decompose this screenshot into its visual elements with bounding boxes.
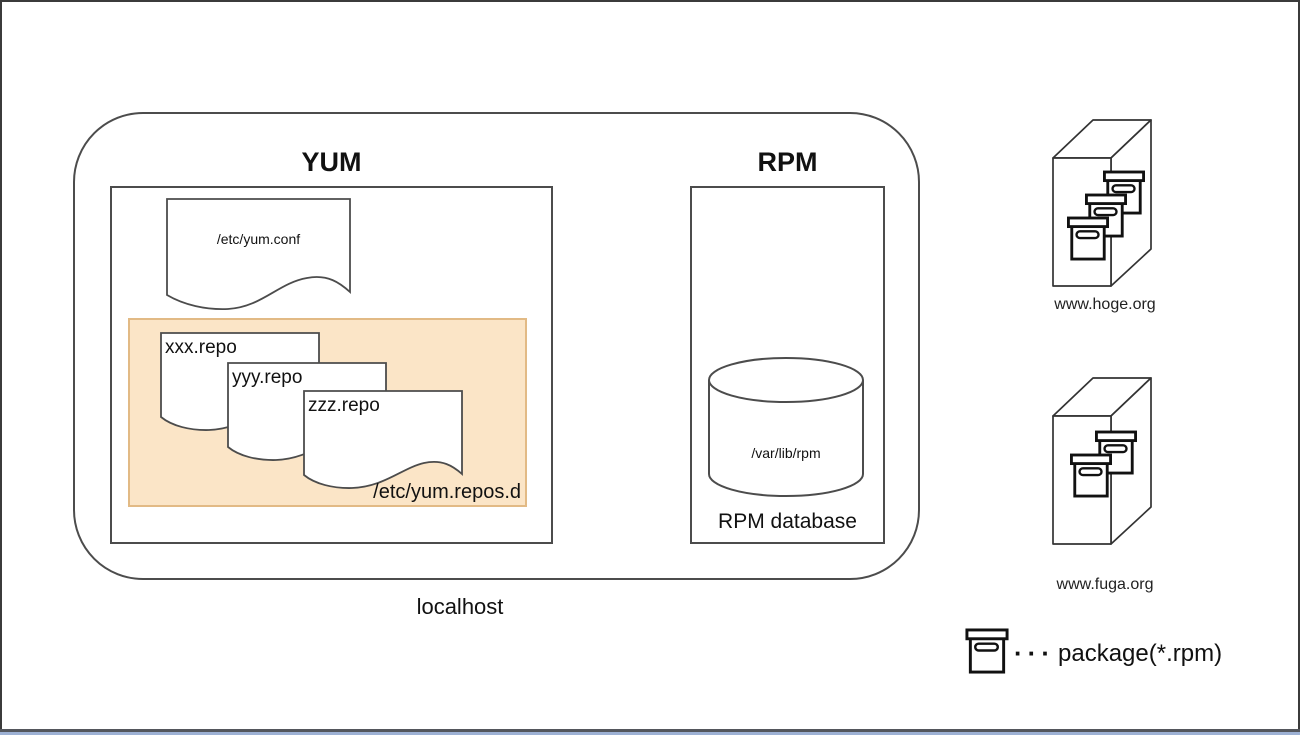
legend-separator-dots: ··· xyxy=(1014,638,1055,668)
repo-file-label: xxx.repo xyxy=(165,337,237,358)
localhost-label: localhost xyxy=(416,594,504,619)
legend-label: package(*.rpm) xyxy=(1058,640,1223,667)
server-label: www.hoge.org xyxy=(1054,296,1156,313)
yum-conf-document-icon xyxy=(166,198,351,311)
rpm-database-path-label: /var/lib/rpm xyxy=(751,445,821,461)
server-label: www.fuga.org xyxy=(1056,576,1154,593)
yum-conf-label: /etc/yum.conf xyxy=(216,231,301,247)
server-box-icon xyxy=(1052,119,1152,287)
repo-file-label: zzz.repo xyxy=(308,395,380,416)
repo-document-icon xyxy=(303,390,463,489)
server-box-icon xyxy=(1052,377,1152,545)
localhost-group-border xyxy=(73,112,920,580)
bottom-accent-line xyxy=(0,732,1300,735)
package-icon xyxy=(1067,216,1109,261)
package-icon xyxy=(1070,453,1112,498)
yum-title: YUM xyxy=(301,147,362,177)
repo-file-label: yyy.repo xyxy=(232,367,303,388)
rpm-title: RPM xyxy=(757,147,818,177)
rpm-database-cylinder-icon xyxy=(708,357,864,497)
repos-dir-label: /etc/yum.repos.d xyxy=(373,481,521,503)
rpm-database-label: RPM database xyxy=(718,510,857,533)
bottom-border xyxy=(0,729,1300,732)
package-icon xyxy=(965,628,1009,674)
